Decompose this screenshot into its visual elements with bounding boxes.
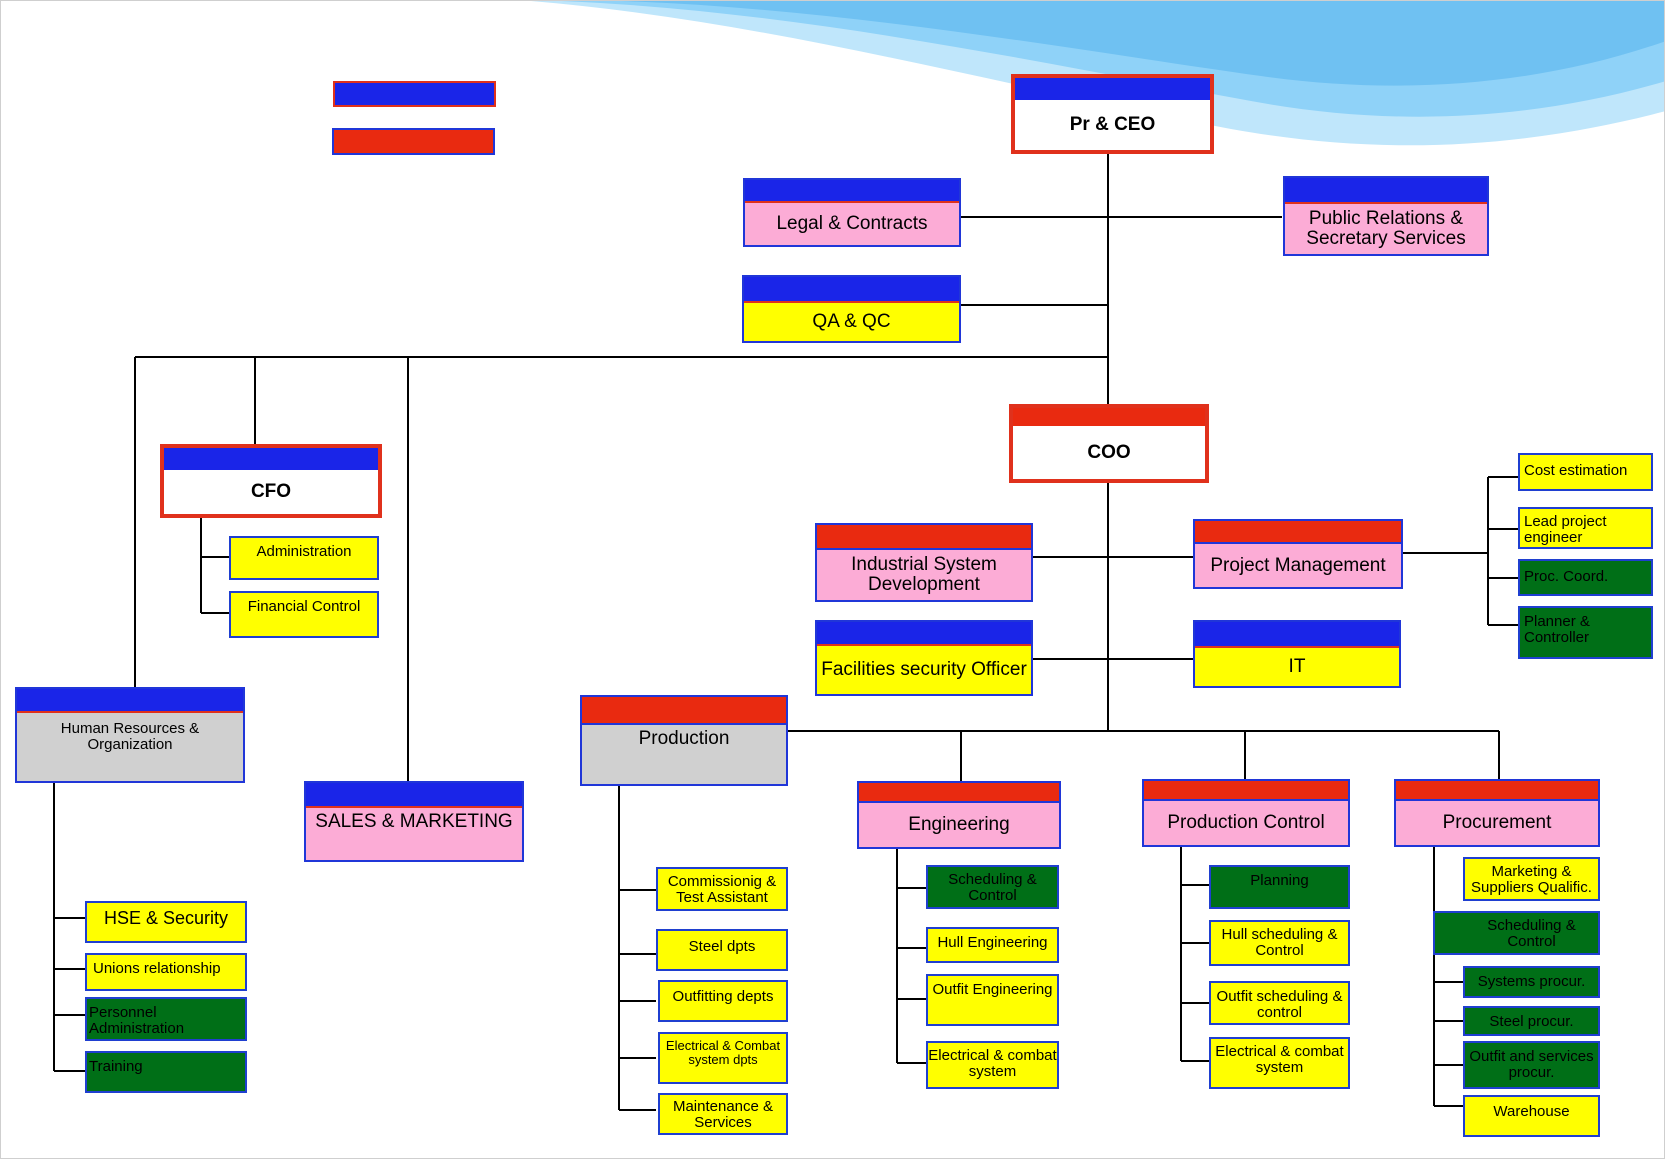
facilities-security-bar — [817, 622, 1031, 646]
engineering-bar — [859, 783, 1059, 803]
public-relations-label: Public Relations & Secretary Services — [1306, 208, 1466, 249]
qa-qc-label: QA & QC — [812, 311, 891, 333]
production-label: Production — [638, 728, 730, 749]
legal-contracts-label: Legal & Contracts — [776, 213, 928, 235]
engineering-item-outfit-engineering[interactable]: Outfit Engineering — [926, 974, 1059, 1026]
production-box[interactable]: Production — [580, 695, 788, 786]
procurement-item-systems-procur[interactable]: Systems procur. — [1463, 966, 1600, 998]
prodcontrol-item-planning[interactable]: Planning — [1209, 865, 1350, 909]
public-relations-box[interactable]: Public Relations & Secretary Services — [1283, 176, 1489, 256]
industrial-system-label: Industrial System Development — [851, 554, 997, 595]
production-control-box[interactable]: Production Control — [1142, 779, 1350, 847]
qa-qc-bar — [744, 277, 959, 303]
hr-item-hse-security[interactable]: HSE & Security — [85, 901, 247, 943]
public-relations-bar — [1285, 178, 1487, 204]
sales-marketing-bar — [306, 783, 522, 808]
production-item-maintenance[interactable]: Maintenance & Services — [658, 1093, 788, 1135]
qa-qc-box[interactable]: QA & QC — [742, 275, 961, 343]
production-control-label: Production Control — [1167, 812, 1325, 834]
cfo-item-financial-control[interactable]: Financial Control — [229, 591, 379, 638]
procurement-bar — [1396, 781, 1598, 801]
engineering-label: Engineering — [908, 814, 1010, 836]
sales-marketing-label: SALES & MARKETING — [315, 811, 513, 832]
human-resources-bar — [17, 689, 243, 713]
production-item-outfitting-depts[interactable]: Outfitting depts — [658, 980, 788, 1022]
human-resources-box[interactable]: Human Resources & Organization — [15, 687, 245, 783]
pm-item-planner-controller[interactable]: Planner & Controller — [1518, 606, 1653, 659]
ceo-box[interactable]: Pr & CEO — [1011, 74, 1214, 154]
prodcontrol-item-hull-scheduling[interactable]: Hull scheduling & Control — [1209, 920, 1350, 966]
facilities-security-box[interactable]: Facilities security Officer — [815, 620, 1033, 696]
pm-item-proc-coord[interactable]: Proc. Coord. — [1518, 559, 1653, 596]
facilities-security-label: Facilities security Officer — [821, 659, 1027, 681]
industrial-system-bar — [817, 525, 1031, 550]
procurement-item-scheduling-control[interactable]: Scheduling & Control — [1433, 911, 1600, 955]
human-resources-label: Human Resources & Organization — [60, 720, 200, 753]
hr-item-unions-relationship[interactable]: Unions relationship — [85, 953, 247, 991]
legal-contracts-bar — [745, 180, 959, 203]
it-label: IT — [1288, 656, 1306, 678]
production-control-bar — [1144, 781, 1348, 801]
procurement-box[interactable]: Procurement — [1394, 779, 1600, 847]
decorative-wave — [531, 1, 1664, 146]
legal-contracts-box[interactable]: Legal & Contracts — [743, 178, 961, 247]
procurement-item-steel-procur[interactable]: Steel procur. — [1463, 1006, 1600, 1036]
ceo-label: Pr & CEO — [1069, 114, 1156, 136]
procurement-item-outfit-services[interactable]: Outfit and services procur. — [1463, 1041, 1600, 1089]
project-management-box[interactable]: Project Management — [1193, 519, 1403, 589]
pm-item-cost-estimation[interactable]: Cost estimation — [1518, 453, 1653, 491]
engineering-item-electrical-combat[interactable]: Electrical & combat system — [926, 1041, 1059, 1089]
procurement-label: Procurement — [1442, 812, 1552, 834]
prodcontrol-item-outfit-scheduling[interactable]: Outfit scheduling & control — [1209, 981, 1350, 1025]
production-item-electrical-combat[interactable]: Electrical & Combat system dpts — [658, 1032, 788, 1084]
coo-bar — [1013, 408, 1205, 426]
cfo-label: CFO — [250, 481, 292, 503]
cfo-item-administration[interactable]: Administration — [229, 536, 379, 580]
production-item-commissioning[interactable]: Commissionig & Test Assistant — [656, 867, 788, 911]
procurement-item-warehouse[interactable]: Warehouse — [1463, 1095, 1600, 1137]
sales-marketing-box[interactable]: SALES & MARKETING — [304, 781, 524, 862]
pm-item-lead-project-engineer[interactable]: Lead project engineer — [1518, 507, 1653, 549]
legend-red-swatch — [332, 128, 495, 155]
cfo-box[interactable]: CFO — [160, 444, 382, 518]
legend-blue-swatch — [333, 81, 496, 107]
ceo-bar — [1015, 78, 1210, 100]
engineering-item-scheduling-control[interactable]: Scheduling & Control — [926, 865, 1059, 909]
engineering-item-hull-engineering[interactable]: Hull Engineering — [926, 927, 1059, 963]
project-management-label: Project Management — [1210, 554, 1386, 576]
prodcontrol-item-electrical-combat[interactable]: Electrical & combat system — [1209, 1037, 1350, 1089]
hr-item-training[interactable]: Training — [85, 1051, 247, 1093]
engineering-box[interactable]: Engineering — [857, 781, 1061, 849]
project-management-bar — [1195, 521, 1401, 544]
industrial-system-box[interactable]: Industrial System Development — [815, 523, 1033, 602]
procurement-item-marketing-suppliers[interactable]: Marketing & Suppliers Qualific. — [1463, 857, 1600, 901]
hr-item-personnel-administration[interactable]: Personnel Administration — [85, 997, 247, 1041]
coo-box[interactable]: COO — [1009, 404, 1209, 483]
cfo-bar — [164, 448, 378, 470]
it-bar — [1195, 622, 1399, 648]
production-item-steel-dpts[interactable]: Steel dpts — [656, 929, 788, 971]
coo-label: COO — [1087, 441, 1131, 463]
it-box[interactable]: IT — [1193, 620, 1401, 688]
production-bar — [582, 697, 786, 725]
